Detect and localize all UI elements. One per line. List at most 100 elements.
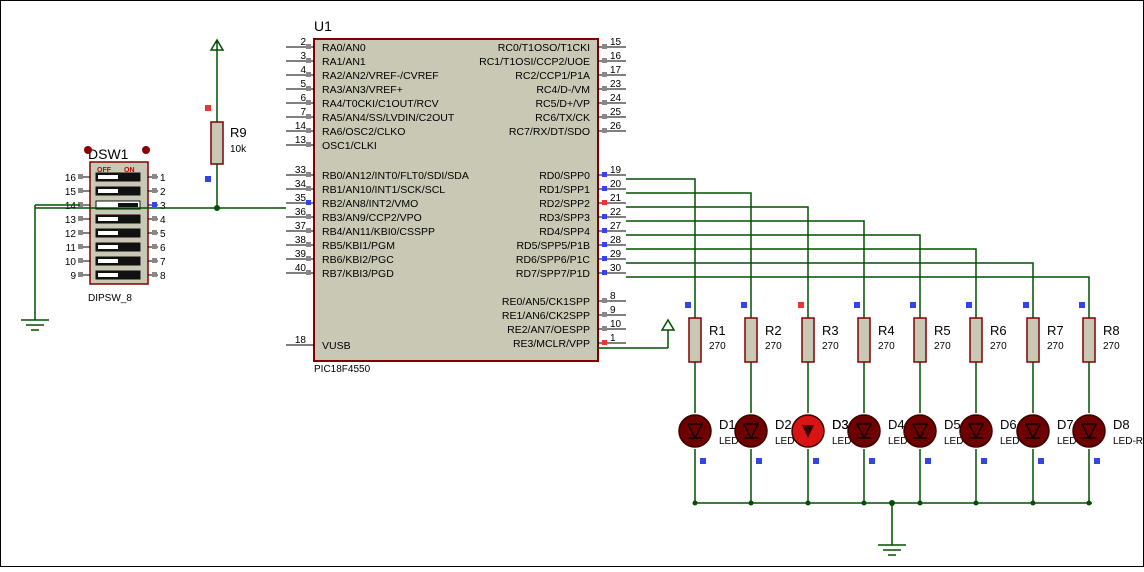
resistor-value-label: 270 <box>878 341 895 352</box>
pin-number: 5 <box>300 79 306 90</box>
dipswitch-pin-right[interactable]: 7 <box>148 257 166 268</box>
dipswitch-pin-right[interactable]: 4 <box>148 215 166 226</box>
dipswitch-pin-right[interactable]: 3 <box>148 201 166 212</box>
pin-state-marker <box>602 312 607 317</box>
pin-number: 11 <box>66 243 77 254</box>
led-ref-label: D6 <box>1000 417 1017 432</box>
resistor-body <box>688 317 702 363</box>
pin-state-marker <box>306 142 311 147</box>
pin-state-marker <box>602 270 607 275</box>
pin-state-marker <box>152 244 157 249</box>
pin-label: RC6/TX/CK <box>535 112 590 124</box>
dipswitch-pin-right[interactable]: 2 <box>148 187 166 198</box>
resistor-r9[interactable] <box>210 121 224 165</box>
dipswitch-pin-right[interactable]: 1 <box>148 173 166 184</box>
pin-number: 37 <box>295 221 307 232</box>
pin-state-marker <box>966 302 972 308</box>
led-ref-label: D3 <box>832 417 849 432</box>
led-ref-label: D1 <box>719 417 736 432</box>
mcu-right-pins: 15RC0/T1OSO/T1CKI16RC1/T1OSI/CCP2/UOE17R… <box>479 37 626 350</box>
pin-label: RC0/T1OSO/T1CKI <box>498 42 590 54</box>
dipswitch-pin-right[interactable]: 8 <box>148 271 166 282</box>
pin-label: RA1/AN1 <box>322 56 366 68</box>
pin-number: 39 <box>295 249 307 260</box>
led-body <box>903 414 937 448</box>
dipswitch-pin-left[interactable]: 10 <box>65 257 90 268</box>
dipswitch-pin-left[interactable]: 12 <box>65 229 90 240</box>
mcu-body[interactable] <box>313 38 599 362</box>
pin-state-marker <box>602 114 607 119</box>
pin-number: 28 <box>610 235 622 246</box>
dipswitch-pin-right[interactable]: 6 <box>148 243 166 254</box>
pin-state-marker <box>602 256 607 261</box>
pin-label: RC5/D+/VP <box>535 98 590 110</box>
dipswitch-pin-left[interactable]: 16 <box>65 173 90 184</box>
pin-state-marker <box>152 202 157 207</box>
mclr-supply <box>598 318 676 349</box>
pin-state-marker <box>910 302 916 308</box>
dipswitch-pin-left[interactable]: 13 <box>65 215 90 226</box>
pin-number: 29 <box>610 249 622 260</box>
diode-icon <box>802 425 814 438</box>
dipswitch-pin-left[interactable]: 14 <box>65 201 90 212</box>
pin-state-marker <box>1079 302 1085 308</box>
pin-state-marker <box>602 172 607 177</box>
dipswitch-pin-left[interactable]: 15 <box>65 187 90 198</box>
dipswitch-pin-left[interactable]: 9 <box>70 271 90 282</box>
dipswitch-pin-left[interactable]: 11 <box>66 243 90 254</box>
pin-label: RB7/KBI3/PGD <box>322 268 394 280</box>
pin-state-marker <box>306 214 311 219</box>
pin-state-marker <box>685 302 691 308</box>
pin-number: 1 <box>610 333 616 344</box>
pin-label: RD4/SPP4 <box>539 226 590 238</box>
dipswitch-pin-right[interactable]: 5 <box>148 229 166 240</box>
